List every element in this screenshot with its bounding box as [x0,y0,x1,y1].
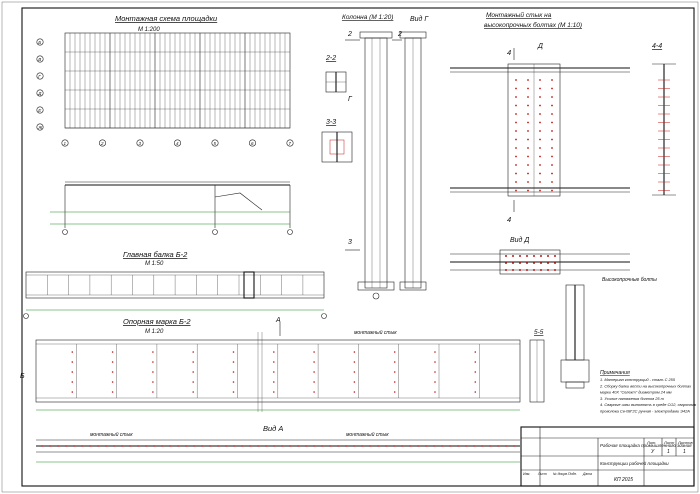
stamp-sheet-head: Лист [663,440,675,445]
plan-row-axis-label: Е [38,108,42,113]
note-line: проволока Св-08Г2С ручная - электродами … [600,409,690,414]
note-line: 3. Усилие натяжения болтов 25 т [600,396,665,401]
plan-row-axis-label: Ж [37,125,43,130]
bolts-note: Высокопрочные болты [602,277,657,283]
view-5-5-label: 5-5 [534,329,544,336]
support-note: монтажный стык [354,329,397,336]
stamp-sheet: 1 [667,449,670,455]
section-2-2 [325,71,347,93]
plan-col-axis-label: 7 [289,141,292,146]
view-g-label: Вид Г [410,15,429,23]
note-line: 4. Сварные швы выполнять в среде СО2, св… [600,402,696,407]
stamp-stage: У [651,449,655,455]
note-line: 2. Сборку балки вести на высокопрочных б… [599,383,692,388]
stamp-head-cell: № докум. [553,472,568,476]
support-scale: М 1:20 [145,329,164,335]
plan-col-axis-label: 6 [251,141,254,146]
view-a-label: Вид А [263,424,283,433]
plan-grid [64,32,291,129]
stamp-subtitle: Конструкции рабочей площадки [600,460,669,466]
inner-frame [21,7,695,487]
plan-col-axis-label: 4 [176,141,179,146]
main-beam-scale: М 1:50 [145,261,164,267]
joint-view-d-marker: Д [537,43,543,50]
view-d-label: Вид Д [510,236,529,244]
column-drawing [345,31,427,300]
support-cut-a: А [275,317,281,324]
stamp-code: КП 2015 [614,477,633,483]
stamp-head-cell: Изм. [523,472,530,476]
plan-row-axis-label: В [38,57,41,62]
plan-title: Монтажная схема площадки [115,14,218,23]
support-beam [35,322,521,412]
support-cut-b: Б [20,373,25,380]
column-cut-2b: 2 [397,31,402,38]
plan-row-axis-label: Д [37,91,42,96]
plan-col-axis-label: 5 [214,141,217,146]
view-a [36,439,520,463]
column-title: Колонна (М 1:20) [342,14,393,21]
stamp-stage-head: Лит. [646,440,656,445]
plan-col-axis-label: 2 [100,141,104,146]
plan-col-axis-label: 1 [64,141,67,146]
stamp-head-cell: Лист [537,472,547,476]
joint-cut-4b: 4 [507,215,511,224]
bearing-detail [529,284,590,403]
section-2-2-label: 2-2 [325,55,336,62]
section-3-3-label: 3-3 [326,119,336,126]
view-a-note: монтажный стык [90,431,133,438]
main-beam [23,271,327,319]
plan-col-axis-label: 3 [139,141,142,146]
support-title: Опорная марка Б-2 [123,317,191,326]
main-beam-title: Главная балка Б-2 [123,250,188,259]
section-4-4-label: 4-4 [652,43,662,50]
column-view-g-arrow: Г [348,96,353,103]
joint-title: Монтажный стык на [486,11,552,19]
joint-drawing [450,48,630,212]
joint-cut-4: 4 [507,48,511,57]
notes-heading: Примечания [600,370,630,376]
section-3-3 [321,131,353,163]
view-a-note-2: монтажный стык [346,431,389,438]
plan-scale: М 1:200 [138,27,160,33]
notes-list: 1. Материал конструкций - сталь С 2552. … [599,377,696,414]
stamp-heads: Изм. Лист № докум.Подп. Дата [523,472,592,476]
column-cut-2: 2 [347,31,352,38]
stamp-sheets: 1 [683,449,686,455]
view-d [450,249,630,275]
plan-axis-labels: Б В Г Д Е Ж 1 2 3 4 5 6 7 [36,38,294,147]
title-block [520,426,695,487]
column-cut-3: 3 [348,239,352,246]
stamp-title: Рабочая площадка промышленного здания [600,443,692,448]
stamp-head-cell: Дата [582,472,592,476]
platform-elevation [50,181,293,235]
stamp-sheets-head: Листов [677,440,693,445]
note-line: 1. Материал конструкций - сталь С 255 [600,377,676,382]
section-4-4 [652,63,676,196]
plan-row-axis-label: Б [38,40,41,45]
stamp-head-cell: Подп. [568,472,577,476]
plan-row-axis-label: Г [38,74,41,79]
joint-title-2: высокопрочных болтах (М 1:10) [484,21,582,29]
note-line: марки 40Х "Селект" диаметром 24 мм [600,390,672,395]
